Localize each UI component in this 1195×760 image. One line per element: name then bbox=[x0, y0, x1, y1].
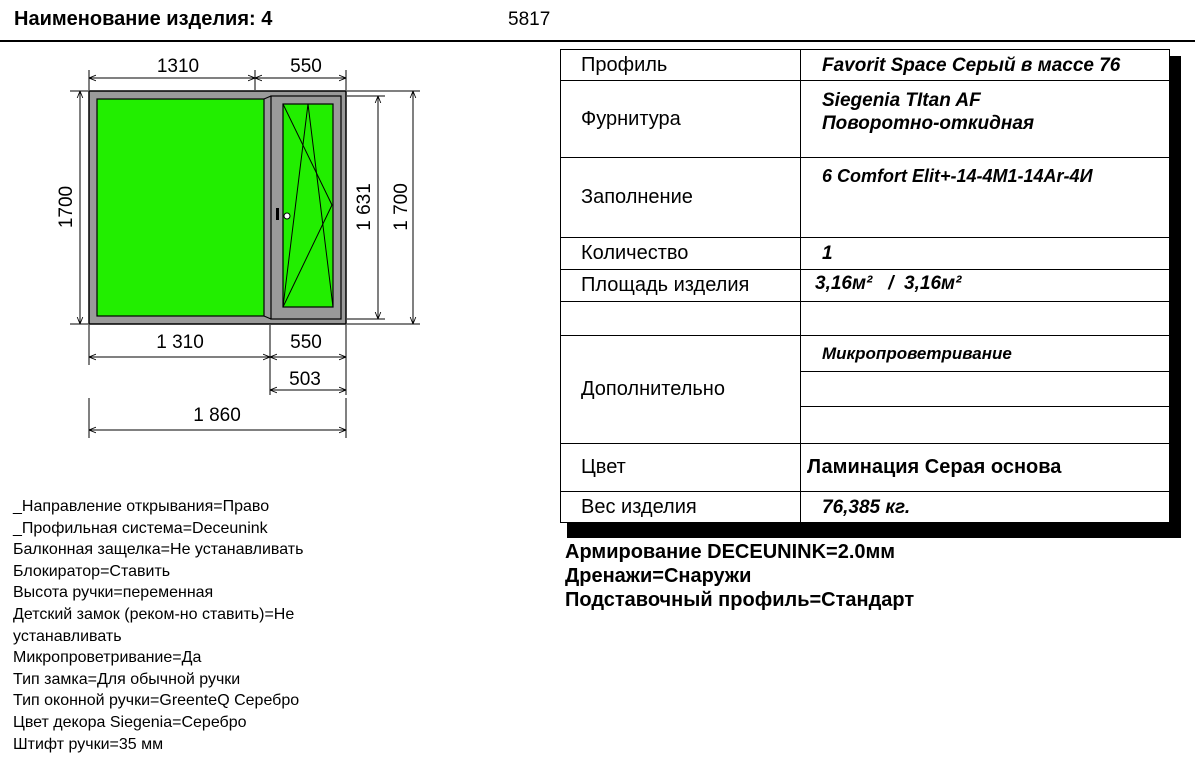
dim-total-width: 1 860 bbox=[193, 405, 241, 426]
profile-label: Профиль bbox=[560, 49, 801, 81]
options-list: _Направление открывания=Право _Профильна… bbox=[13, 496, 363, 755]
table-row: Фурнитура Siegenia TItan AF Поворотно-от… bbox=[560, 80, 1170, 158]
list-item: _Направление открывания=Право bbox=[13, 498, 270, 515]
table-row: Площадь изделия 3,16м² / 3,16м² bbox=[560, 269, 1170, 302]
list-item: Микропроветривание=Да bbox=[13, 649, 202, 667]
dim-bottom-right: 550 bbox=[290, 332, 322, 353]
list-item: Тип оконной ручки=GreenteQ Серебро bbox=[13, 692, 300, 710]
table-row bbox=[560, 301, 1170, 336]
hardware-value-1: Siegenia TItan AF bbox=[822, 90, 981, 111]
hardware-value-2: Поворотно-откидная bbox=[822, 113, 1035, 134]
area-label: Площадь изделия bbox=[560, 269, 801, 302]
table-row: Дополнительно Микропроветривание bbox=[560, 335, 1170, 444]
weight-label: Вес изделия bbox=[560, 491, 801, 523]
color-value: Ламинация Серая основа bbox=[800, 443, 1170, 492]
list-item: Балконная защелка=Не устанавливать bbox=[13, 541, 304, 559]
spec-table: Профиль Favorit Space Серый в массе 76 Ф… bbox=[560, 49, 1170, 523]
profile-value: Favorit Space Серый в массе 76 bbox=[800, 49, 1170, 81]
table-row: Вес изделия 76,385 кг. bbox=[560, 491, 1170, 523]
list-item: Армирование DECEUNINK=2.0мм bbox=[565, 541, 896, 563]
list-item: Детский замок (реком-но ставить)=Не уста… bbox=[13, 605, 295, 645]
table-row bbox=[561, 406, 1170, 444]
dim-right-height: 1 700 bbox=[391, 183, 412, 231]
dim-bottom-left: 1 310 bbox=[156, 332, 204, 353]
dim-top-right: 550 bbox=[290, 56, 322, 77]
list-item: Тип замка=Для обычной ручки bbox=[13, 670, 241, 688]
window-drawing: 1310 550 1700 1 631 1 700 1 310 550 503 … bbox=[40, 50, 440, 450]
list-item: Цвет декора Siegenia=Серебро bbox=[13, 713, 247, 731]
list-item: Дренажи=Снаружи bbox=[565, 565, 752, 587]
table-row: Профиль Favorit Space Серый в массе 76 bbox=[560, 49, 1170, 81]
dim-top-left: 1310 bbox=[157, 56, 199, 77]
quantity-value: 1 bbox=[800, 237, 1170, 270]
list-item: Подставочный профиль=Стандарт bbox=[565, 589, 915, 611]
product-title: Наименование изделия: 4 bbox=[14, 8, 273, 30]
sash-glass bbox=[282, 103, 334, 308]
hardware-label: Фурнитура bbox=[560, 80, 801, 158]
dim-sash-width: 503 bbox=[289, 369, 321, 390]
filling-value: 6 Comfort Elit+-14-4М1-14Ar-4И bbox=[800, 157, 1170, 238]
table-row: Количество 1 bbox=[560, 237, 1170, 270]
dim-sash-height: 1 631 bbox=[354, 183, 375, 231]
list-item: _Профильная система=Deceunink bbox=[13, 519, 268, 537]
additional-value: Микропроветривание bbox=[800, 335, 1170, 372]
extra-options: Армирование DECEUNINK=2.0мм Дренажи=Снар… bbox=[565, 540, 914, 612]
color-label: Цвет bbox=[560, 443, 801, 492]
table-row: Цвет Ламинация Серая основа bbox=[560, 443, 1170, 492]
quantity-label: Количество bbox=[560, 237, 801, 270]
list-item: Высота ручки=переменная bbox=[13, 584, 214, 602]
table-row bbox=[561, 371, 1170, 407]
header-divider bbox=[0, 40, 1195, 42]
window-handle bbox=[276, 208, 279, 220]
filling-label: Заполнение bbox=[560, 157, 801, 238]
list-item: Штифт ручки=35 мм bbox=[13, 735, 164, 753]
list-item: Блокиратор=Ставить bbox=[13, 562, 171, 580]
table-row: Заполнение 6 Comfort Elit+-14-4М1-14Ar-4… bbox=[560, 157, 1170, 238]
weight-value: 76,385 кг. bbox=[800, 491, 1170, 523]
dim-left-height: 1700 bbox=[56, 186, 77, 228]
area-value: 3,16м² / 3,16м² bbox=[800, 269, 1170, 302]
additional-label: Дополнительно bbox=[560, 335, 801, 444]
fixed-glass bbox=[96, 98, 265, 317]
order-code: 5817 bbox=[508, 9, 551, 30]
